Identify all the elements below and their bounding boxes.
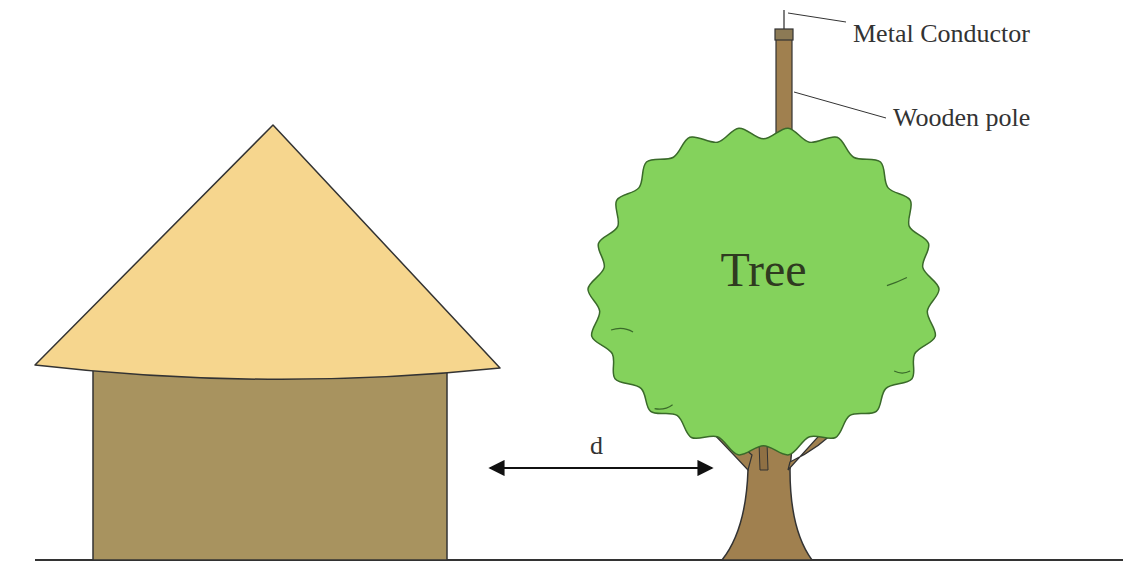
leader-line (788, 13, 846, 22)
metal-conductor (775, 29, 793, 40)
tree-canopy: Tree (582, 118, 945, 460)
tree-canopy-fill (588, 128, 939, 455)
metal-conductor (783, 10, 785, 30)
hut-roof (35, 125, 500, 379)
leaf-mark (894, 371, 910, 373)
part-label: Wooden pole (893, 104, 1030, 133)
leader-line (794, 92, 886, 118)
leaf-mark (611, 328, 633, 332)
leaf-mark (887, 278, 907, 286)
dimension-label: d (590, 432, 603, 461)
leaf-mark (655, 405, 673, 410)
part-label: Metal Conductor (853, 20, 1030, 49)
tree-label: Tree (720, 242, 806, 297)
hut-wall (93, 362, 447, 560)
distance-arrow (490, 467, 712, 469)
